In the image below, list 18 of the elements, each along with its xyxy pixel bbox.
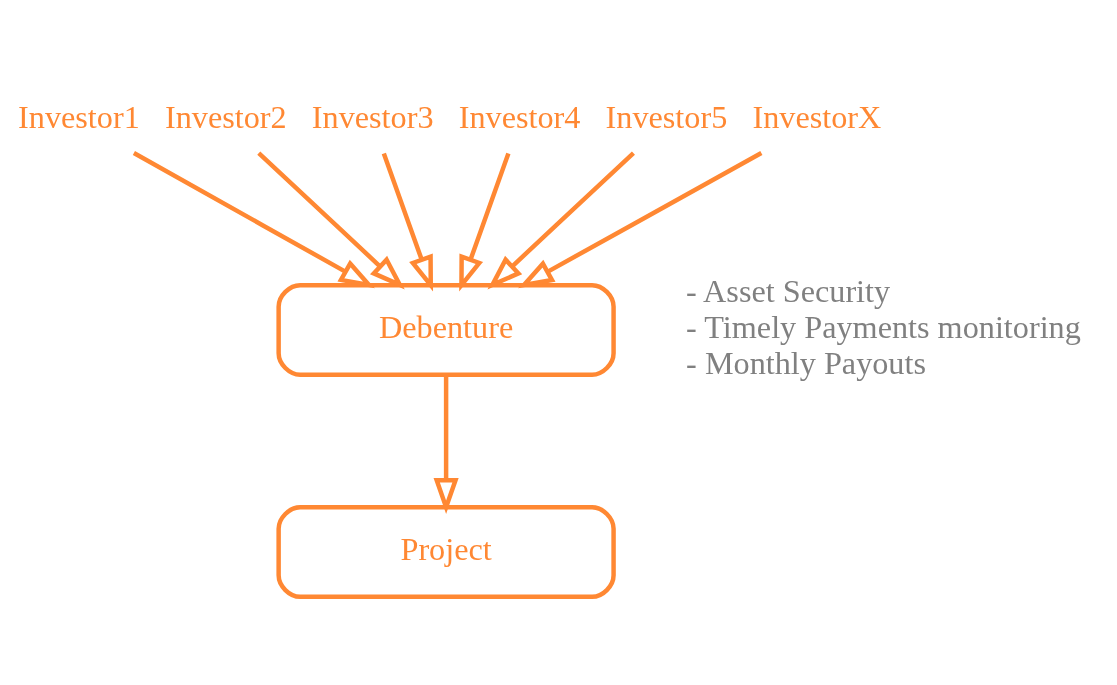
arrow [381,152,434,292]
node-text: Investor2 [164,99,287,136]
label: - Timely Payments monitoring [686,308,1081,345]
node-text: Investor1 [18,99,140,136]
node-text: Investor5 [605,99,728,136]
arrow [518,151,763,289]
arrow [257,151,405,290]
label: - Asset Security [686,273,891,310]
label: - Monthly Payouts [686,344,926,381]
node-text: Investor3 [311,99,434,136]
node-box: Project [276,505,616,600]
node-text: InvestorX [752,99,882,136]
node-box: Debenture [276,282,616,377]
arrow [433,374,459,514]
arrow [459,152,511,292]
arrow [487,151,635,290]
node-text: Investor4 [458,99,581,136]
arrow [132,151,375,289]
